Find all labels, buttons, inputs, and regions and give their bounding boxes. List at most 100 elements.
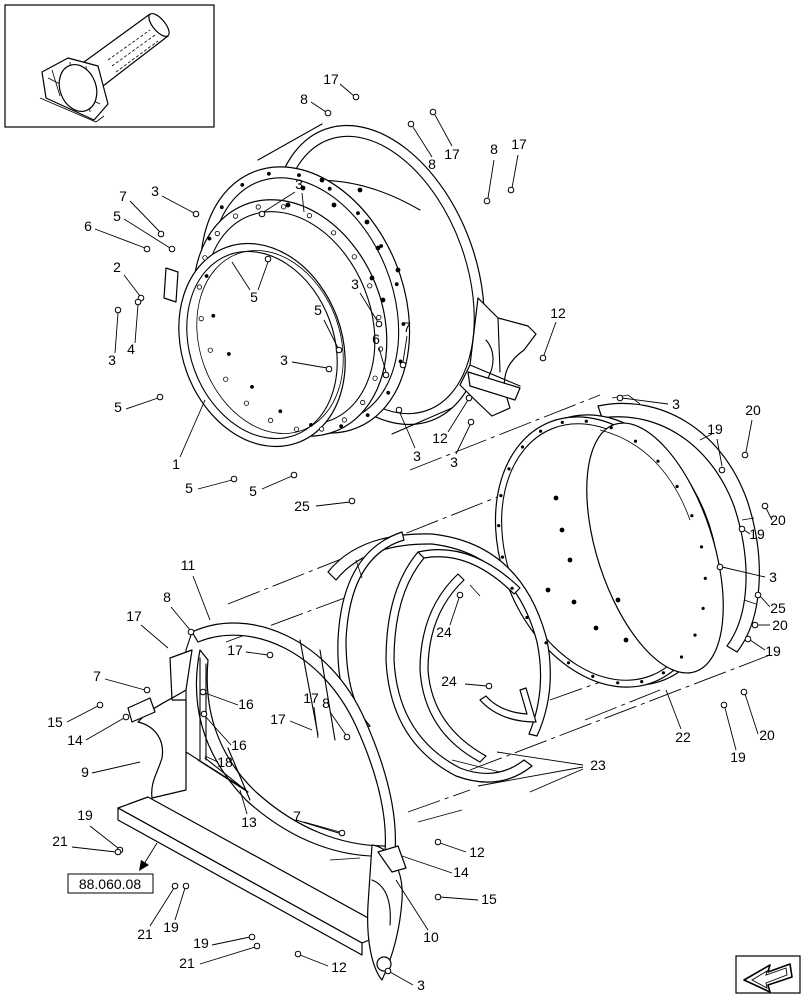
callout-label[interactable]: 22: [675, 729, 691, 745]
reference-label[interactable]: 88.060.08: [79, 876, 141, 892]
callout-label[interactable]: 25: [294, 498, 310, 514]
leader-line: [315, 501, 351, 507]
leader-line: [140, 624, 169, 649]
fastener-marker: [200, 710, 208, 718]
mounting-hole: [633, 439, 638, 443]
fastener-marker: [738, 525, 746, 533]
fastener-marker: [539, 354, 547, 362]
callout-label[interactable]: 21: [137, 926, 153, 942]
fastener-marker: [192, 210, 200, 218]
callout-label[interactable]: 5: [113, 208, 121, 224]
callout-label[interactable]: 3: [450, 454, 458, 470]
callout-label[interactable]: 19: [765, 643, 781, 659]
assembly-overview-thumbnail[interactable]: [4, 4, 215, 128]
leader-line: [511, 154, 519, 189]
callout-label[interactable]: 5: [185, 480, 193, 496]
callout-label[interactable]: 11: [181, 557, 196, 573]
callout-label[interactable]: 19: [163, 919, 179, 935]
callout-label[interactable]: 5: [249, 483, 257, 499]
callout-label[interactable]: 19: [77, 807, 93, 823]
leader-line: [543, 321, 557, 356]
callout-label[interactable]: 20: [745, 402, 761, 418]
callout-label[interactable]: 3: [295, 176, 303, 192]
callout-label[interactable]: 5: [114, 399, 122, 415]
callout-label[interactable]: 17: [444, 146, 460, 162]
callout-label[interactable]: 18: [217, 754, 233, 770]
callout-label[interactable]: 4: [127, 341, 135, 357]
callout-label[interactable]: 5: [314, 302, 322, 318]
callout-label[interactable]: 12: [432, 430, 448, 446]
reference-link[interactable]: 88.060.08: [67, 842, 158, 894]
callout-label[interactable]: 25: [770, 600, 786, 616]
callout-label[interactable]: 7: [403, 319, 411, 335]
callout-label[interactable]: 1: [172, 456, 180, 472]
callout-label[interactable]: 12: [331, 959, 347, 975]
callout-label[interactable]: 17: [270, 711, 286, 727]
callout-label[interactable]: 9: [81, 764, 89, 780]
callout-label[interactable]: 17: [323, 71, 339, 87]
callout-label[interactable]: 14: [453, 864, 469, 880]
fastener-marker: [343, 733, 351, 741]
callout-label[interactable]: 7: [293, 808, 301, 824]
leader-line: [313, 706, 319, 739]
callout-label[interactable]: 3: [280, 352, 288, 368]
callout-label[interactable]: 3: [413, 448, 421, 464]
callout-label[interactable]: 20: [772, 617, 788, 633]
callout-label[interactable]: 17: [126, 608, 142, 624]
callout-label[interactable]: 19: [707, 421, 723, 437]
callout-label[interactable]: 3: [151, 183, 159, 199]
callout-label[interactable]: 21: [52, 833, 68, 849]
callout-label[interactable]: 3: [108, 352, 116, 368]
callout-label[interactable]: 20: [770, 512, 786, 528]
leader-line: [329, 711, 347, 736]
fastener-marker: [483, 197, 491, 205]
callout-label[interactable]: 24: [436, 624, 452, 640]
leader-line: [261, 475, 293, 490]
callout-label[interactable]: 19: [749, 526, 765, 542]
callout-label[interactable]: 19: [193, 935, 209, 951]
navigation-arrow-icon[interactable]: [735, 955, 801, 994]
callout-label[interactable]: 3: [417, 977, 425, 993]
callout-label[interactable]: 7: [93, 668, 101, 684]
callout-label[interactable]: 12: [469, 844, 485, 860]
callout-label[interactable]: 6: [372, 331, 380, 347]
callout-label[interactable]: 24: [441, 673, 457, 689]
mounting-hole: [553, 495, 559, 501]
callout-label[interactable]: 17: [303, 690, 319, 706]
callout-label[interactable]: 3: [351, 276, 359, 292]
mounting-hole: [339, 424, 343, 429]
callout-label[interactable]: 19: [730, 749, 746, 765]
flighting-25: [327, 533, 551, 737]
callout-label[interactable]: 8: [322, 695, 330, 711]
callout-label[interactable]: 8: [163, 589, 171, 605]
mounting-hole: [623, 637, 629, 643]
callout-label[interactable]: 17: [227, 642, 243, 658]
callout-label[interactable]: 2: [113, 259, 121, 275]
callout-label[interactable]: 10: [423, 929, 439, 945]
callout-label[interactable]: 8: [428, 156, 436, 172]
callout-label[interactable]: 12: [550, 305, 566, 321]
callout-label[interactable]: 13: [241, 814, 257, 830]
callout-label[interactable]: 20: [759, 727, 775, 743]
callout-label[interactable]: 8: [300, 91, 308, 107]
callout-label[interactable]: 3: [672, 396, 680, 412]
callout-label[interactable]: 7: [119, 188, 127, 204]
callout-label[interactable]: 17: [511, 136, 527, 152]
flighting-23: [385, 551, 533, 783]
leader-line: [359, 292, 379, 323]
callout-label[interactable]: 14: [67, 732, 83, 748]
callout-label[interactable]: 21: [179, 955, 195, 971]
callout-label[interactable]: 16: [238, 696, 254, 712]
callout-label[interactable]: 3: [769, 569, 777, 585]
callout-label[interactable]: 23: [590, 757, 606, 773]
leader-line: [399, 412, 416, 449]
callout-label[interactable]: 8: [490, 141, 498, 157]
callout-label[interactable]: 15: [47, 714, 63, 730]
rear-ring-assembly: [494, 394, 760, 688]
callout-label[interactable]: 5: [250, 289, 258, 305]
fastener-marker: [230, 475, 238, 483]
callout-label[interactable]: 15: [481, 891, 497, 907]
leader-line: [665, 689, 682, 730]
callout-label[interactable]: 6: [84, 218, 92, 234]
callout-label[interactable]: 16: [231, 737, 247, 753]
